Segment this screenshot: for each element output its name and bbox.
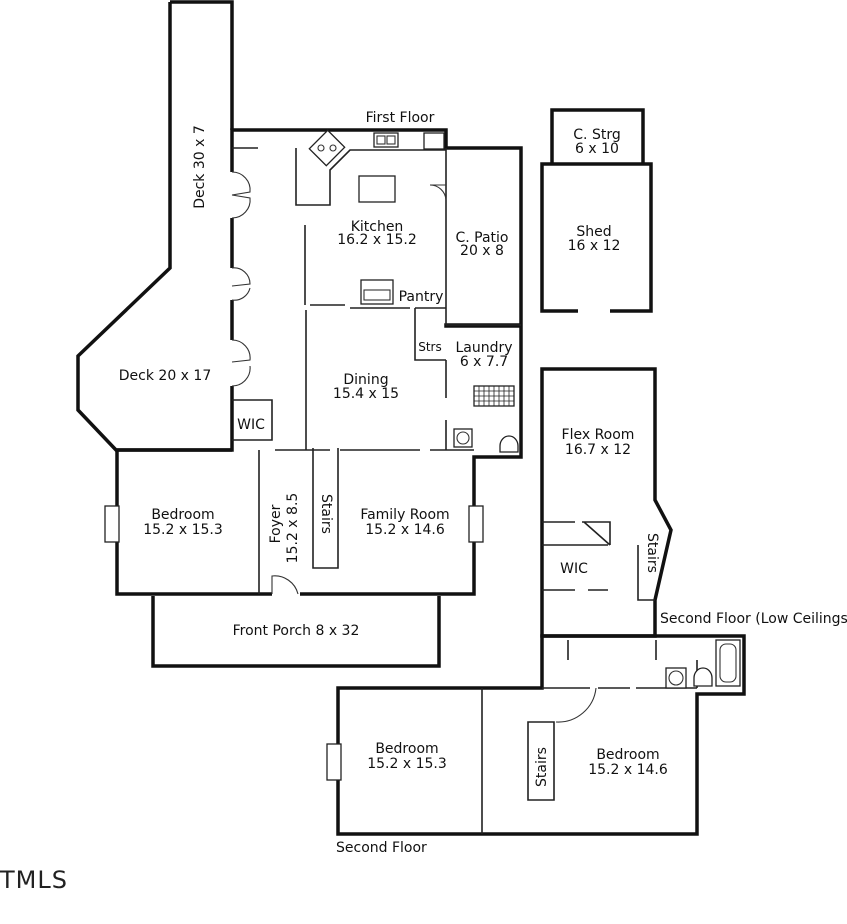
label-wic-1: WIC <box>237 417 265 433</box>
label-laundry: Laundry <box>455 340 512 356</box>
label-c-strg-size: 6 x 10 <box>575 141 619 157</box>
label-deck-side: Deck 20 x 17 <box>119 368 211 384</box>
bath-sink-bowl <box>456 431 470 445</box>
label-foyer-size: 15.2 x 8.5 <box>285 493 301 564</box>
label-bedroom-3-size: 15.2 x 14.6 <box>588 762 668 778</box>
second-floor-outline <box>336 634 746 836</box>
label-kitchen-size: 16.2 x 15.2 <box>337 232 417 248</box>
stove-burner <box>329 144 337 152</box>
kitchen-island <box>358 175 396 203</box>
stove-burner <box>317 144 325 152</box>
label-flex-room-size: 16.7 x 12 <box>565 442 631 458</box>
label-flex-room: Flex Room <box>562 427 635 443</box>
flex-interior-walls <box>542 521 655 601</box>
second-floor-interior <box>481 640 698 834</box>
deck-door-swing-1 <box>231 171 251 219</box>
bathtub-basin <box>719 643 737 683</box>
label-wic-2: WIC <box>560 561 588 577</box>
label-stairs-1: Stairs <box>318 494 334 534</box>
laundry-grid <box>474 386 514 406</box>
patio-door-swing <box>429 184 447 201</box>
label-shed: Shed <box>576 224 611 240</box>
label-second-floor-low: Second Floor (Low Ceilings) <box>660 611 847 627</box>
flex-room-outline <box>540 367 673 638</box>
fridge <box>423 132 445 150</box>
label-c-patio: C. Patio <box>455 230 508 246</box>
label-stairs-3: Stairs <box>534 747 550 787</box>
bath-sink-2-bowl <box>668 670 684 686</box>
label-bedroom-2: Bedroom <box>375 741 438 757</box>
label-bedroom-3: Bedroom <box>596 747 659 763</box>
deck-door-swing-3 <box>231 339 251 387</box>
sink-bowl <box>376 135 386 145</box>
toilet <box>499 435 519 453</box>
logo-text: TMLS <box>0 866 68 894</box>
kitchen-sink <box>373 132 399 148</box>
label-first-floor: First Floor <box>366 110 435 126</box>
label-dining-size: 15.4 x 15 <box>333 386 399 402</box>
front-door-swing <box>271 575 299 595</box>
label-foyer: Foyer <box>268 504 284 543</box>
label-kitchen: Kitchen <box>351 219 404 235</box>
label-dining: Dining <box>343 372 388 388</box>
label-c-strg: C. Strg <box>573 127 620 143</box>
c-strg-outline <box>550 108 645 163</box>
stove <box>308 129 346 167</box>
deck-door-swing-2 <box>231 267 251 301</box>
c-patio-wall <box>445 148 521 326</box>
toilet-2 <box>693 667 713 687</box>
window-bedroom2 <box>326 743 342 781</box>
pantry-appliance-detail <box>363 289 391 301</box>
main-house-outline <box>115 128 523 596</box>
label-strs: Strs <box>418 340 442 354</box>
label-family-room: Family Room <box>360 507 449 523</box>
label-family-room-size: 15.2 x 14.6 <box>365 522 445 538</box>
label-shed-size: 16 x 12 <box>568 238 621 254</box>
label-c-patio-size: 20 x 8 <box>460 243 504 259</box>
window-bedroom1 <box>104 505 120 543</box>
label-deck-top: Deck 30 x 7 <box>192 125 208 209</box>
front-porch-outline <box>151 596 441 668</box>
label-second-floor: Second Floor <box>336 840 427 856</box>
interior-walls-first <box>232 147 474 594</box>
label-bedroom-1-size: 15.2 x 15.3 <box>143 522 223 538</box>
label-bedroom-1: Bedroom <box>151 507 214 523</box>
label-bedroom-2-size: 15.2 x 15.3 <box>367 756 447 772</box>
window-family-room <box>468 505 484 543</box>
bedroom3-door-swing <box>555 687 597 723</box>
label-laundry-size: 6 x 7.7 <box>460 354 508 370</box>
label-front-porch: Front Porch 8 x 32 <box>233 623 360 639</box>
label-pantry: Pantry <box>399 289 444 305</box>
label-stairs-2: Stairs <box>644 533 660 573</box>
sink-bowl <box>386 135 396 145</box>
